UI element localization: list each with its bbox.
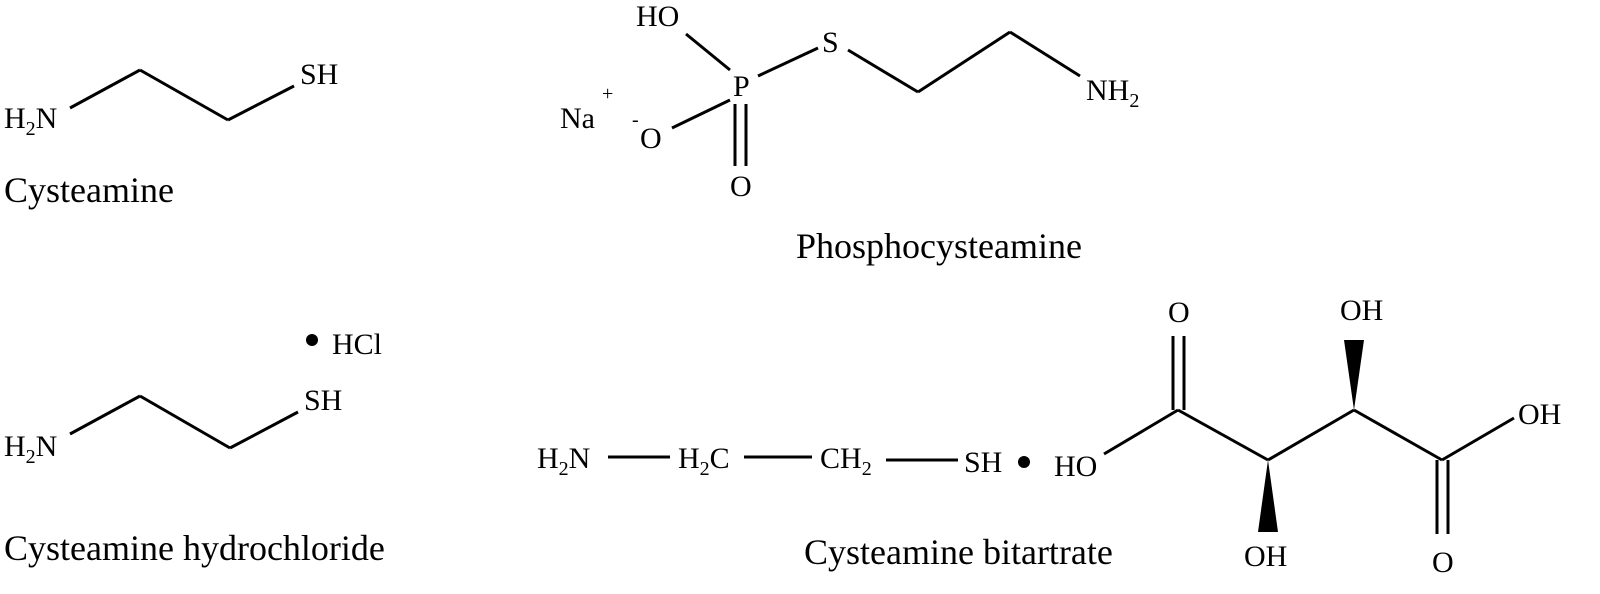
atom-label-h: H [4, 102, 26, 135]
atom-label-ch: CH [820, 442, 862, 475]
atom-label-n: N [36, 430, 58, 463]
caption-cysteamine-hydrochloride: Cysteamine hydrochloride [4, 528, 385, 568]
atom-label-sh: SH [964, 446, 1002, 479]
atom-label-sh: SH [300, 58, 338, 91]
atom-label-ho: HO [1054, 450, 1097, 483]
cysteamine-bitartrate-structure: H2N H2C CH2 SH HO O OH OH OH O Cysteamin… [537, 294, 1561, 579]
atom-label-n: N [569, 442, 591, 475]
atom-label-nh: NH [1086, 74, 1129, 107]
atom-label-nh2: H2N [537, 442, 590, 480]
atom-label-h: H [4, 430, 26, 463]
atom-label-h: H [537, 442, 559, 475]
bond [847, 48, 919, 94]
atom-label-c: C [710, 442, 730, 475]
bond [69, 394, 141, 436]
atom-label-h2c: H2C [678, 442, 730, 480]
caption-cysteamine: Cysteamine [4, 170, 174, 210]
atom-label-o-minus: O [640, 122, 662, 155]
atom-label-h: H [678, 442, 700, 475]
atom-label-ho: HO [636, 0, 679, 33]
caption-phosphocysteamine: Phosphocysteamine [796, 226, 1082, 266]
wedge-bond [1258, 460, 1278, 532]
atom-label-n: N [36, 102, 58, 135]
bond [917, 30, 1011, 94]
charge-minus: - [632, 109, 639, 131]
subscript: 2 [862, 458, 872, 480]
atom-label-s: S [822, 26, 839, 59]
phosphocysteamine-structure: HO P S NH2 - O O Na + Phosphocysteamine [560, 0, 1139, 266]
atom-label-oh-right: OH [1518, 398, 1561, 431]
atom-label-na: Na [560, 102, 595, 135]
atom-label-nh2: NH2 [1086, 74, 1139, 112]
bond [69, 68, 141, 110]
atom-label-oh-bottom: OH [1244, 540, 1287, 573]
atom-label-o-bottom: O [1432, 546, 1454, 579]
subscript: 2 [559, 458, 569, 480]
atom-label-hcl: HCl [332, 328, 382, 361]
atom-label-o-top: O [1168, 296, 1190, 329]
atom-label-oh-top: OH [1340, 294, 1383, 327]
bond [227, 84, 295, 122]
bond [139, 394, 231, 450]
atom-label-nh2: H2N [4, 102, 57, 140]
salt-dot [1018, 456, 1030, 468]
atom-label-p: P [733, 70, 750, 103]
cysteamine-structure: SH H2N Cysteamine [4, 58, 338, 210]
subscript: 2 [26, 446, 36, 468]
bond [1177, 408, 1269, 462]
charge-plus: + [602, 83, 613, 105]
subscript: 2 [26, 118, 36, 140]
bond [1353, 408, 1443, 462]
bond [229, 410, 299, 450]
salt-dot [306, 334, 318, 346]
bond [757, 46, 819, 78]
atom-label-o: O [730, 170, 752, 203]
bond [1267, 408, 1355, 462]
bond [139, 68, 229, 122]
wedge-bond [1344, 340, 1364, 410]
bond [1009, 30, 1081, 78]
subscript: 2 [1129, 90, 1139, 112]
atom-label-nh2: H2N [4, 430, 57, 468]
caption-cysteamine-bitartrate: Cysteamine bitartrate [804, 532, 1113, 572]
bond [1441, 416, 1515, 462]
subscript: 2 [700, 458, 710, 480]
atom-label-sh: SH [304, 384, 342, 417]
cysteamine-hydrochloride-structure: HCl SH H2N Cysteamine hydrochloride [4, 328, 385, 568]
bond [671, 98, 731, 130]
bond [685, 32, 731, 72]
bond [1103, 408, 1179, 456]
atom-label-ch2: CH2 [820, 442, 872, 480]
